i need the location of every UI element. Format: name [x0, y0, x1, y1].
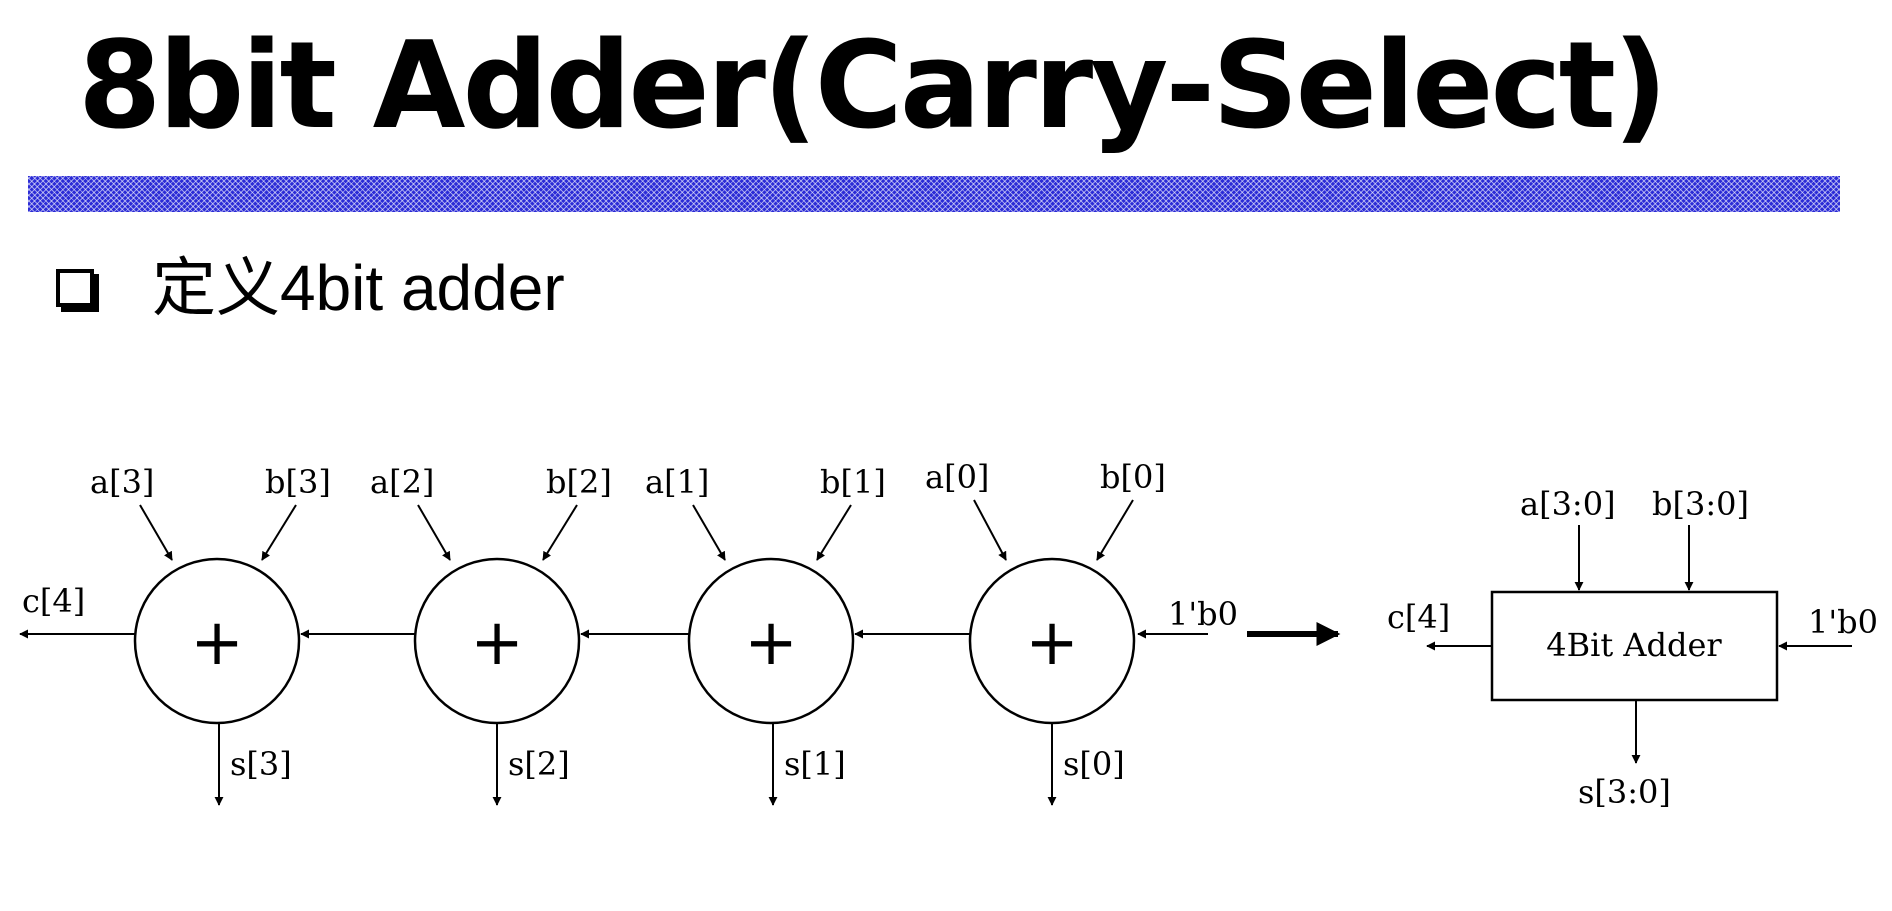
full-adder-circle-1: [687, 557, 855, 725]
ripple-carry-chain: a[3] b[3] + s[3] a[2] b[2] + s[2]: [19, 458, 1238, 806]
label-a3: a[3]: [90, 463, 154, 501]
label-a1: a[1]: [645, 463, 709, 501]
plus-symbol: +: [1025, 606, 1079, 680]
label-block-sum: s[3:0]: [1578, 773, 1671, 811]
checkbox-bullet-icon: [56, 269, 94, 307]
label-block-b: b[3:0]: [1652, 485, 1749, 523]
plus-symbol: +: [190, 606, 244, 680]
label-b1: b[1]: [820, 463, 886, 501]
label-block-a: a[3:0]: [1520, 485, 1616, 523]
adder-stage-3: a[3] b[3] + s[3]: [90, 463, 331, 806]
four-bit-adder-block: a[3:0] b[3:0] 4Bit Adder c[4] 1'b0 s[3:0…: [1387, 485, 1878, 811]
label-a2: a[2]: [370, 463, 434, 501]
label-b2: b[2]: [546, 463, 612, 501]
label-carry-out: c[4]: [22, 582, 85, 620]
four-bit-adder-box: [1490, 590, 1779, 702]
label-s0: s[0]: [1063, 745, 1125, 783]
input-arrow-a3: [139, 504, 173, 561]
label-b0: b[0]: [1100, 458, 1166, 496]
input-arrow-b3: [261, 504, 297, 561]
bullet-item: 定义4bit adder: [56, 248, 565, 328]
bullet-text: 定义4bit adder: [152, 252, 565, 324]
input-arrow-b0: [1096, 499, 1134, 561]
slide-title: 8bit Adder(Carry-Select): [78, 17, 1668, 156]
input-arrow-a0: [973, 499, 1007, 561]
label-s3: s[3]: [230, 745, 292, 783]
label-block-carry-in: 1'b0: [1808, 603, 1878, 641]
label-s1: s[1]: [784, 745, 846, 783]
adder-stage-1: a[1] b[1] + s[1]: [645, 463, 886, 806]
input-arrow-a1: [692, 504, 726, 561]
input-arrow-a2: [417, 504, 451, 561]
label-s2: s[2]: [508, 745, 570, 783]
plus-symbol: +: [744, 606, 798, 680]
input-arrow-b2: [542, 504, 578, 561]
input-arrow-b1: [816, 504, 852, 561]
label-block-carry-out: c[4]: [1387, 598, 1450, 636]
adder-stage-2: a[2] b[2] + s[2]: [370, 463, 612, 806]
full-adder-circle-3: [133, 557, 301, 725]
label-a0: a[0]: [925, 458, 989, 496]
title-divider: [28, 176, 1840, 212]
label-b3: b[3]: [265, 463, 331, 501]
adder-stage-0: a[0] b[0] + s[0]: [925, 458, 1166, 806]
block-label: 4Bit Adder: [1546, 626, 1722, 664]
plus-symbol: +: [470, 606, 524, 680]
label-carry-in: 1'b0: [1168, 595, 1238, 633]
